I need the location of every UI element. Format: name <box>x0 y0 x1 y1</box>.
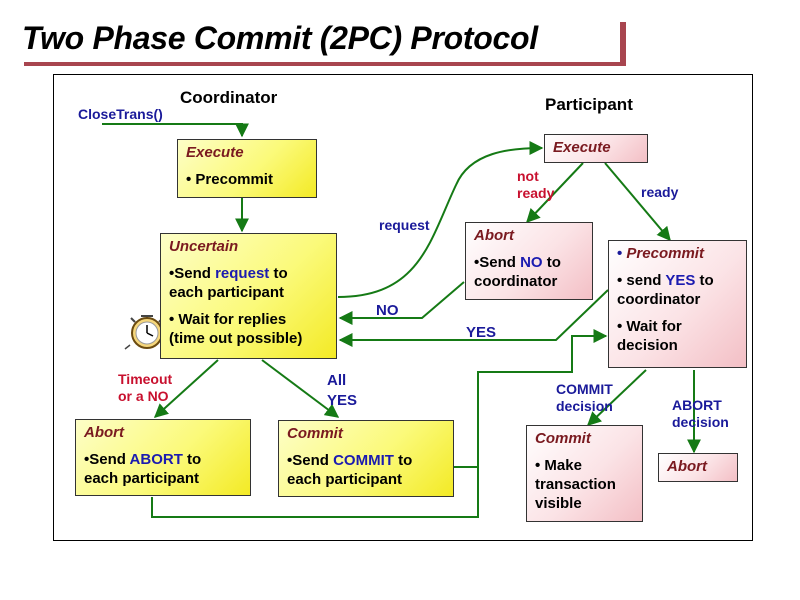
coordinator-abort-box: Abort •Send ABORT to each participant <box>75 419 251 496</box>
coordinator-commit-title: Commit <box>287 425 343 442</box>
edge-label-request: request <box>379 217 430 233</box>
participant-abort-line-b: coordinator <box>474 273 558 290</box>
arrow-ready <box>604 162 671 242</box>
coordinator-execute-line: • Precommit <box>186 171 273 188</box>
title-side-bar <box>620 22 626 66</box>
edge-label-ready: ready <box>641 184 679 200</box>
title-banner: Two Phase Commit (2PC) Protocol <box>22 18 626 66</box>
participant-commit-line-3: visible <box>535 495 582 512</box>
participant-commit-line-1: • Make <box>535 457 582 474</box>
edge-label-no: NO <box>376 302 399 319</box>
coordinator-execute-box: Execute • Precommit <box>177 139 317 198</box>
coordinator-commit-box: Commit •Send COMMIT to each participant <box>278 420 454 497</box>
arrow-all-yes <box>261 359 340 418</box>
uncertain-line-2: • Wait for replies <box>169 311 287 328</box>
coordinator-commit-line-b: each participant <box>287 471 403 488</box>
coordinator-abort-title: Abort <box>84 424 124 441</box>
uncertain-title: Uncertain <box>169 238 239 255</box>
coordinator-execute-title: Execute <box>186 144 244 161</box>
precommit-line-2: • Wait for <box>617 318 682 335</box>
participant-commit-box: Commit • Make transaction visible <box>526 425 643 522</box>
page-title: Two Phase Commit (2PC) Protocol <box>22 20 538 56</box>
arrow-commit-decision <box>586 369 647 426</box>
arrow-no <box>338 281 465 325</box>
participant-abort-line: •Send NO to <box>474 254 561 271</box>
uncertain-line-1: •Send request to <box>169 265 288 282</box>
arrow-not-ready <box>526 162 584 224</box>
precommit-line-1b: coordinator <box>617 291 701 308</box>
participant-execute-box: Execute <box>544 134 648 163</box>
participant-execute-title: Execute <box>553 139 611 156</box>
participant-precommit-box: • Precommit • send YES to coordinator • … <box>608 240 747 368</box>
precommit-line-1: • send YES to <box>617 272 714 289</box>
coordinator-commit-line: •Send COMMIT to <box>287 452 413 469</box>
participant-abort2-title: Abort <box>667 458 707 475</box>
uncertain-line-2b: (time out possible) <box>169 330 303 347</box>
diagram-frame <box>53 74 753 541</box>
arrow-timeout <box>153 359 219 418</box>
participant-abort-title: Abort <box>474 227 514 244</box>
coordinator-abort-line: •Send ABORT to <box>84 451 202 468</box>
coordinator-heading: Coordinator <box>180 88 278 107</box>
participant-heading: Participant <box>545 95 633 114</box>
arrow-abort-send <box>151 329 608 518</box>
participant-commit-title: Commit <box>535 430 591 447</box>
participant-commit-line-2: transaction <box>535 476 616 493</box>
arrow-request <box>337 141 544 298</box>
edge-label-yes: YES <box>466 324 497 341</box>
uncertain-line-1b: each participant <box>169 284 285 301</box>
coordinator-uncertain-box: Uncertain •Send request to each particip… <box>160 233 337 359</box>
coordinator-abort-line-b: each participant <box>84 470 200 487</box>
arrow-closetrans <box>102 123 249 138</box>
participant-abort-box: Abort •Send NO to coordinator <box>465 222 593 300</box>
closetrans-label: CloseTrans() <box>78 106 163 122</box>
arrow-yes <box>338 289 609 347</box>
participant-abort2-box: Abort <box>658 453 738 482</box>
precommit-title: • Precommit <box>617 245 704 262</box>
title-underline <box>24 62 626 66</box>
precommit-line-2b: decision <box>617 337 678 354</box>
